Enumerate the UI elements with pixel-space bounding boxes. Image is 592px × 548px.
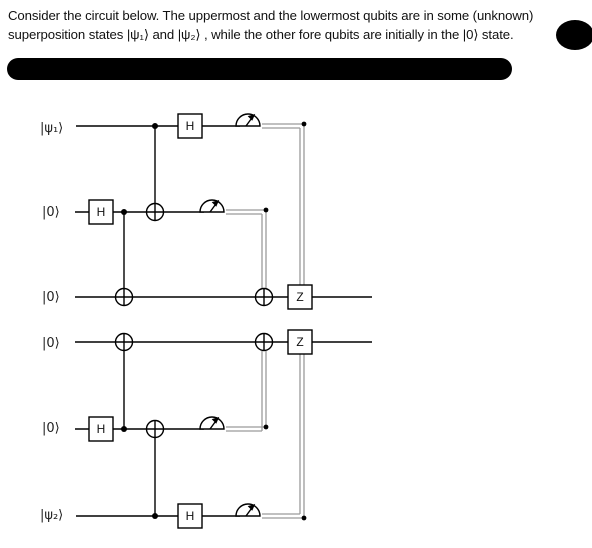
qubit-label-6: |ψ₂⟩ <box>40 508 63 523</box>
hadamard-gate-q6: H <box>177 503 203 529</box>
cnot-target-q4 <box>114 332 134 352</box>
cnot-target-q5 <box>145 419 165 439</box>
question-line-2: superposition states |ψ₁⟩ and |ψ₂⟩ , whi… <box>8 27 514 42</box>
z-gate-q4: Z <box>287 329 313 355</box>
svg-text:H: H <box>186 509 195 523</box>
cnot-target-q3 <box>114 287 134 307</box>
measure-icon-q5 <box>199 416 225 430</box>
classical-dot-q5 <box>263 424 269 430</box>
svg-text:H: H <box>97 422 106 436</box>
hadamard-gate-q1: H <box>177 113 203 139</box>
redaction-blob <box>556 20 592 50</box>
qubit-label-2: |0⟩ <box>42 205 60 220</box>
cnot-target-q2 <box>145 202 165 222</box>
classical-dot-q6 <box>301 515 307 521</box>
qubit-label-5: |0⟩ <box>42 421 60 436</box>
classical-x-target-q3 <box>254 287 274 307</box>
measure-icon-q2 <box>199 199 225 213</box>
control-dot-q5 <box>121 426 127 432</box>
qubit-label-1: |ψ₁⟩ <box>40 121 63 136</box>
svg-text:Z: Z <box>296 335 303 349</box>
classical-dot-q1 <box>301 121 307 127</box>
control-dot-q2 <box>121 209 127 215</box>
hadamard-gate-q5: H <box>88 416 114 442</box>
question-line-1: Consider the circuit below. The uppermos… <box>8 8 534 23</box>
qubit-label-4: |0⟩ <box>42 336 60 351</box>
hadamard-gate-q2: H <box>88 199 114 225</box>
qubit-label-3: |0⟩ <box>42 290 60 305</box>
question-text: Consider the circuit below. The uppermos… <box>8 6 568 44</box>
svg-text:H: H <box>97 205 106 219</box>
classical-x-target-q4 <box>254 332 274 352</box>
control-dot-q1 <box>152 123 158 129</box>
svg-text:H: H <box>186 119 195 133</box>
measure-icon-q6 <box>235 503 261 517</box>
redaction-bar <box>7 58 512 80</box>
z-gate-q3: Z <box>287 284 313 310</box>
classical-dot-q2 <box>263 207 269 213</box>
control-dot-q6 <box>152 513 158 519</box>
svg-text:Z: Z <box>296 290 303 304</box>
measure-icon-q1 <box>235 113 261 127</box>
